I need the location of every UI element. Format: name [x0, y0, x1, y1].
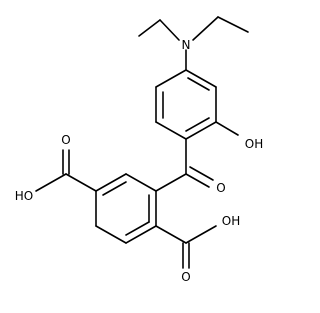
upper-ring-bond-6 — [155, 69, 187, 88]
upper-benzene-ring — [155, 69, 217, 140]
atom-label-cooh-bottom-oh: OH — [222, 214, 240, 228]
atom-label-cooh-bottom-o: O — [181, 270, 190, 284]
upper-ring-bond-3 — [185, 121, 217, 140]
bond-ethyl-right-ch3 — [217, 16, 249, 33]
bond-ring-cooh-bottom — [155, 225, 187, 244]
lower-ring-double-1 — [102, 181, 127, 196]
bond-cooh-bottom-oh — [185, 225, 217, 244]
left-carboxyl-group — [35, 149, 97, 192]
ketone-group — [155, 138, 214, 192]
bottom-carboxyl-group — [155, 225, 217, 269]
bond-carbonyl-lower-ring — [155, 173, 187, 192]
bond-ring-cooh-left — [65, 173, 97, 192]
bond-n-ethyl-left — [159, 19, 180, 41]
lower-benzene-ring — [95, 173, 157, 244]
chemical-structure-diagram: N OH O O HO O OH — [15, 16, 263, 284]
bond-ethyl-left-ch3 — [138, 19, 161, 37]
lower-ring-bond-4 — [95, 225, 127, 244]
bond-n-ethyl-right — [192, 16, 219, 41]
bond-ring-oh — [215, 121, 239, 136]
structure-canvas: N OH O O HO O OH — [15, 16, 263, 284]
bond-cooh-left-oh — [35, 173, 67, 192]
atom-label-cooh-left-oh: HO — [15, 189, 33, 203]
atom-label-phenol-oh: OH — [245, 137, 263, 151]
lower-ring-double-2 — [125, 221, 150, 236]
atom-label-cooh-left-o: O — [61, 133, 70, 147]
upper-ring-double-1 — [187, 77, 210, 91]
atom-label-n: N — [182, 38, 191, 52]
atom-label-ketone-o: O — [216, 181, 225, 195]
lower-ring-bond-5 — [125, 225, 157, 244]
lower-ring-bond-1 — [125, 173, 157, 192]
bond-carbonyl-o-2 — [189, 166, 214, 181]
lower-ring-bond-2 — [95, 173, 127, 192]
upper-ring-double-3 — [185, 117, 210, 132]
diethyl-groups — [138, 16, 249, 71]
upper-ring-bond-4 — [155, 121, 187, 140]
upper-ring-bond-1 — [185, 69, 217, 88]
bond-carbonyl-o-1 — [185, 173, 210, 188]
